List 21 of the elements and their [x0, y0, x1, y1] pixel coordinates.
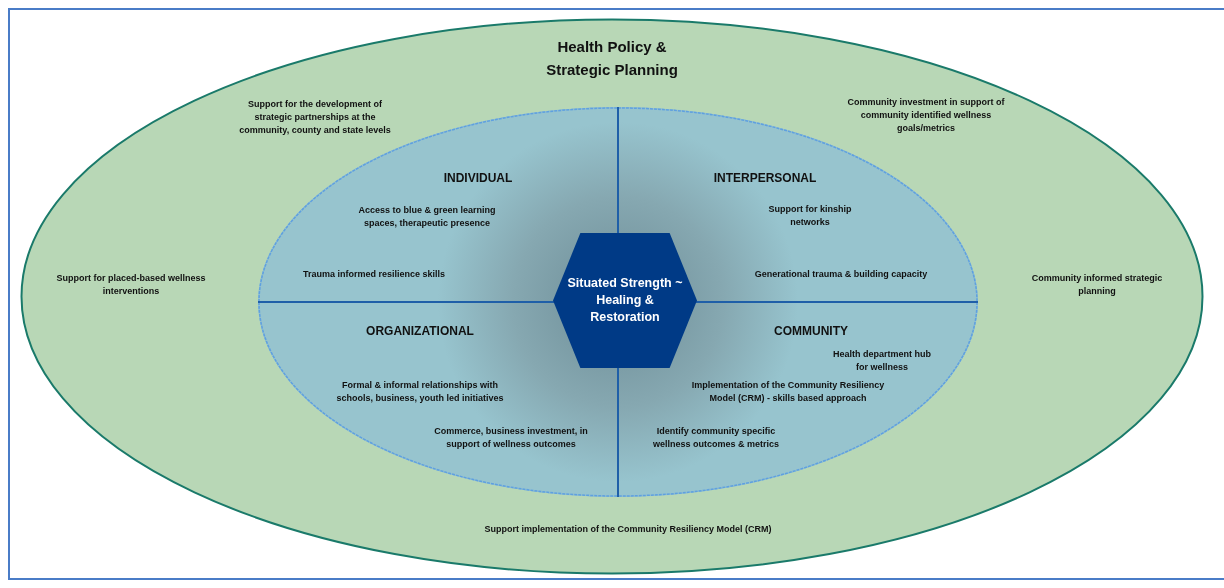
- quadrant-text: Trauma informed resilience skills: [301, 267, 447, 281]
- center-label: Situated Strength ~ Healing & Restoration: [566, 274, 684, 326]
- outer-text: Community informed strategic planning: [1030, 272, 1164, 298]
- quadrant-heading: COMMUNITY: [773, 323, 849, 340]
- quadrant-text: Access to blue & green learning spaces, therapeutic presence: [357, 204, 497, 230]
- quadrant-heading: INDIVIDUAL: [442, 170, 514, 187]
- quadrant-text: Implementation of the Community Resiliency Model (CRM) - skills based approach: [690, 379, 886, 405]
- outer-text: Support for placed-based wellness interventions: [55, 272, 207, 298]
- center-hexagon: [553, 233, 697, 368]
- quadrant-text: Health department hub for wellness: [832, 348, 932, 374]
- quadrant-text: Commerce, business investment, in support of wellness outcomes: [433, 425, 589, 451]
- quadrant-text: Formal & informal relationships with schools, business, youth led initiatives: [335, 379, 505, 405]
- quadrant-text: Support for kinship networks: [767, 203, 853, 229]
- outer-text: Community investment in support of community identified wellness goals/metrics: [846, 95, 1006, 135]
- quadrant-heading: ORGANIZATIONAL: [365, 323, 475, 340]
- quadrant-text: Generational trauma & building capacity: [753, 267, 929, 281]
- quadrant-heading: INTERPERSONAL: [712, 170, 818, 187]
- quadrant-text: Identify community specific wellness outcomes & metrics: [651, 425, 781, 451]
- outer-text: Support implementation of the Community Resiliency Model (CRM): [483, 522, 773, 536]
- outer-text: Support for the development of strategic partnerships at the community, county and state levels: [238, 97, 392, 137]
- heading: Health Policy & Strategic Planning: [545, 37, 679, 80]
